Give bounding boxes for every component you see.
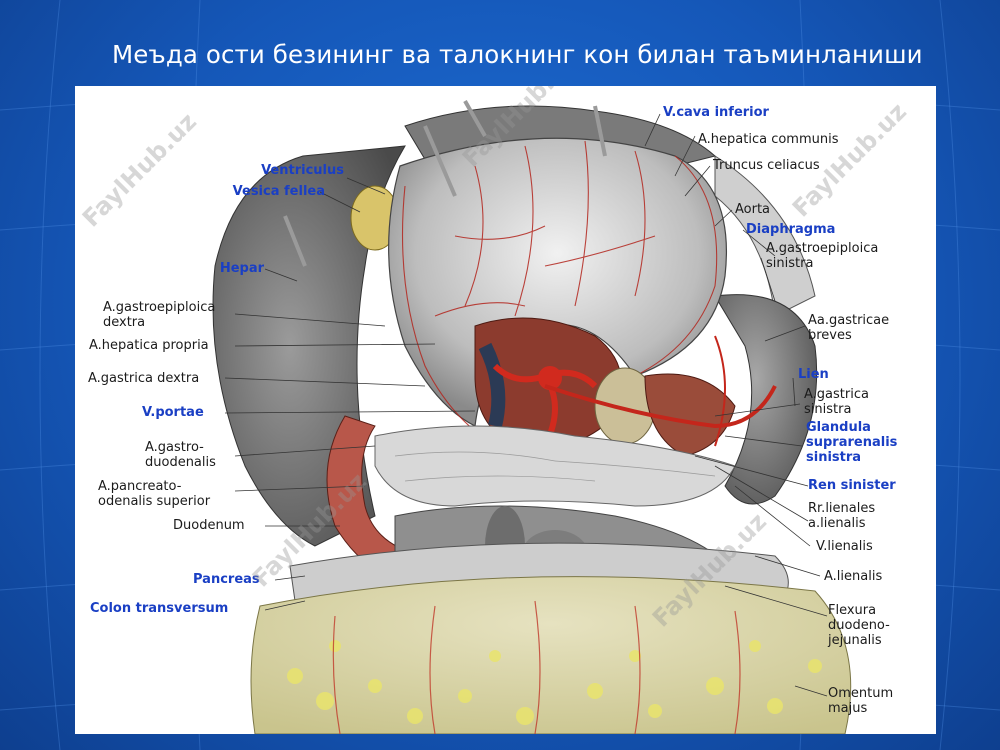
label-v-portae: V.portae <box>142 405 204 420</box>
label-a-gastroduodenalis: A.gastro-duodenalis <box>145 440 216 470</box>
label-a-lienalis: A.lienalis <box>824 569 883 584</box>
label-hepar: Hepar <box>219 261 264 276</box>
label-a-pancreatoduodenalis-superior: A.pancreato-odenalis superior <box>98 479 211 509</box>
anatomy-figure: Ventriculus Vesica fellea Hepar A.gastro… <box>75 86 936 734</box>
label-diaphragma: Diaphragma <box>746 222 836 237</box>
label-a-gastrica-dextra: A.gastrica dextra <box>88 371 200 386</box>
label-a-hepatica-propria: A.hepatica propria <box>89 338 209 353</box>
label-v-lienalis: V.lienalis <box>816 539 873 554</box>
label-duodenum: Duodenum <box>173 518 245 533</box>
label-ventriculus: Ventriculus <box>261 163 344 178</box>
label-ren-sinister: Ren sinister <box>808 478 896 493</box>
label-aorta: Aorta <box>735 202 771 217</box>
label-pancreas: Pancreas <box>193 572 260 587</box>
slide-title: Меъда ости безининг ва талокнинг кон бил… <box>112 40 923 69</box>
label-v-cava-inferior: V.cava inferior <box>663 105 769 120</box>
label-a-hepatica-communis: A.hepatica communis <box>698 132 839 147</box>
label-lien: Lien <box>798 367 829 382</box>
label-vesica-fellea: Vesica fellea <box>232 184 325 199</box>
label-colon-transversum: Colon transversum <box>90 601 229 616</box>
label-truncus-celiacus: Truncus celiacus <box>713 158 820 173</box>
anatomy-illustration <box>212 100 852 734</box>
